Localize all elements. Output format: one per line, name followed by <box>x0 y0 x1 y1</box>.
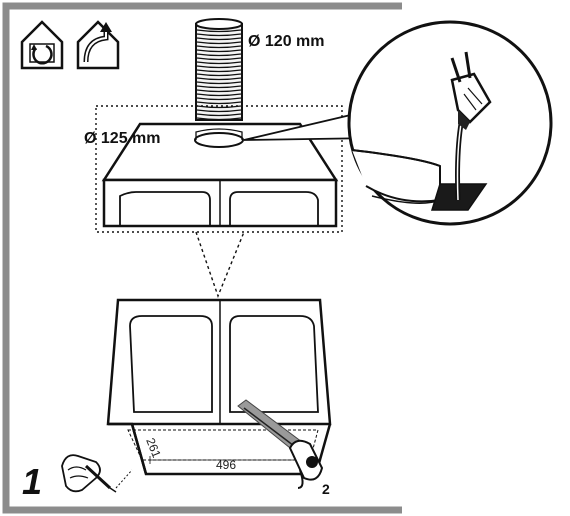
duct-rib <box>196 93 242 97</box>
plug-icon <box>450 51 492 130</box>
duct-hole <box>194 132 244 148</box>
flexible-duct <box>195 18 243 121</box>
duct-rib <box>196 73 242 77</box>
duct-rib <box>196 77 242 81</box>
duct-rib <box>196 57 242 61</box>
extraction-mode-icon <box>76 20 120 70</box>
duct-diameter-label: Ø 120 mm <box>248 33 324 50</box>
recirculation-mode-icon <box>20 20 64 70</box>
cut-width-label: 496 <box>216 458 236 472</box>
hole-diameter-label: Ø 125 mm <box>84 130 160 147</box>
duct-rib <box>196 69 242 73</box>
duct-rib <box>196 29 242 33</box>
duct-rib <box>196 41 242 45</box>
cut-depth-label: 261 <box>143 436 164 460</box>
duct-rib <box>196 45 242 49</box>
duct-rib <box>196 65 242 69</box>
jigsaw-icon <box>237 399 324 489</box>
duct-rib <box>196 53 242 57</box>
zoom-connector <box>195 231 245 298</box>
duct-rib <box>196 49 242 53</box>
duct-rib <box>196 61 242 65</box>
step-one-number: 1 <box>22 461 42 502</box>
duct-rib <box>196 117 242 121</box>
step-two-number: 2 <box>322 481 330 497</box>
duct-rib <box>196 113 242 117</box>
duct-rib <box>196 97 242 101</box>
duct-rib <box>196 85 242 89</box>
duct-rib <box>196 81 242 85</box>
duct-rib <box>196 101 242 105</box>
duct-rib <box>196 89 242 93</box>
frame-border <box>2 2 402 514</box>
duct-rib <box>196 33 242 37</box>
hand-pencil-icon <box>61 454 133 493</box>
plug-detail-callout <box>347 20 553 226</box>
duct-rib <box>196 37 242 41</box>
zoom-area-outline <box>95 105 343 233</box>
duct-rib <box>196 109 242 113</box>
lower-cabinet <box>106 298 332 476</box>
